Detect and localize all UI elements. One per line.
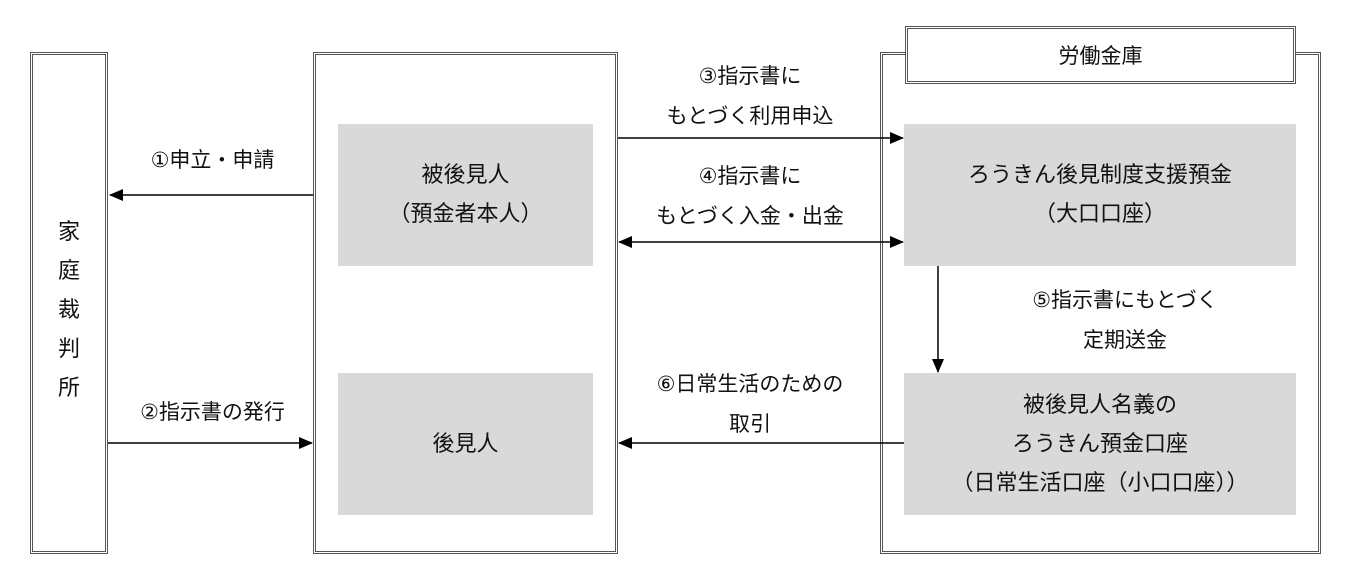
- labor-bank-title: 労働金庫: [905, 26, 1296, 84]
- family-court-char: 庭: [57, 259, 80, 284]
- ward-role: （預金者本人）: [388, 202, 543, 227]
- support-deposit-type: （大口口座）: [1033, 202, 1166, 227]
- family-court-char: 判: [57, 337, 80, 362]
- step-5-label: ⑤指示書にもとづく 定期送金: [1032, 288, 1218, 352]
- step-6-label: ⑥日常生活のための 取引: [656, 372, 844, 436]
- step-3-label: ③指示書に もとづく利用申込: [666, 64, 834, 128]
- family-court-char: 裁: [57, 298, 80, 323]
- daily-account-line: 被後見人名義の: [1022, 392, 1177, 418]
- ward-box: 被後見人 （預金者本人）: [338, 124, 593, 266]
- daily-account-line: （日常生活口座（小口口座））: [951, 470, 1249, 496]
- daily-account-line: ろうきん預金口座: [1011, 431, 1188, 457]
- step-1-label: ①申立・申請: [150, 148, 275, 172]
- support-deposit-name: ろうきん後見制度支援預金: [967, 163, 1232, 188]
- step-4-label: ④指示書に もとづく入金・出金: [656, 164, 844, 228]
- daily-account-box: 被後見人名義の ろうきん預金口座 （日常生活口座（小口口座））: [904, 373, 1296, 515]
- family-court-char: 家: [57, 220, 80, 245]
- guardian-label: 後見人: [432, 431, 499, 457]
- step-2-label: ②指示書の発行: [140, 400, 285, 424]
- family-court-char: 所: [57, 376, 80, 401]
- family-court-frame: 家 庭 裁 判 所: [30, 52, 108, 554]
- ward-name: 被後見人: [421, 163, 510, 188]
- family-court-label: 家 庭 裁 判 所: [33, 213, 105, 408]
- support-deposit-box: ろうきん後見制度支援預金 （大口口座）: [904, 124, 1296, 266]
- guardian-box: 後見人: [338, 373, 593, 515]
